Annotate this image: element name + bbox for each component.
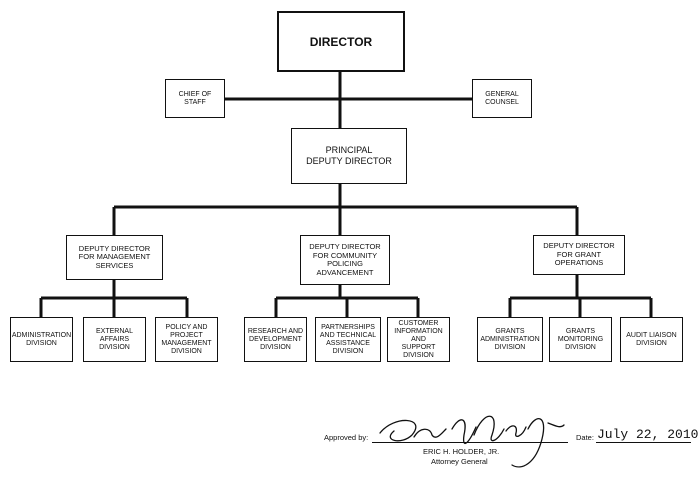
audit-liaison-division-box: AUDIT LIAISON DIVISION <box>620 317 683 362</box>
external-affairs-division-box: EXTERNAL AFFAIRS DIVISION <box>83 317 146 362</box>
customer-info-division-box: CUSTOMER INFORMATION AND SUPPORT DIVISIO… <box>387 317 450 362</box>
chief-of-staff-box: CHIEF OF STAFF <box>165 79 225 118</box>
date-line <box>596 442 691 443</box>
grants-admin-division-label: GRANTS ADMINISTRATION DIVISION <box>480 327 540 351</box>
administration-division-label: ADMINISTRATION DIVISION <box>11 331 72 347</box>
signature-line <box>372 442 568 443</box>
policy-project-division-box: POLICY AND PROJECT MANAGEMENT DIVISION <box>155 317 218 362</box>
deputy-grants-box: DEPUTY DIRECTOR FOR GRANT OPERATIONS <box>533 235 625 275</box>
signer-title: Attorney General <box>431 457 488 466</box>
signature-image <box>379 415 565 468</box>
partnerships-division-box: PARTNERSHIPS AND TECHNICAL ASSISTANCE DI… <box>315 317 381 362</box>
deputy-grants-label: DEPUTY DIRECTOR FOR GRANT OPERATIONS <box>543 241 615 268</box>
deputy-management-box: DEPUTY DIRECTOR FOR MANAGEMENT SERVICES <box>66 235 163 280</box>
general-counsel-label: GENERAL COUNSEL <box>485 90 519 106</box>
director-box: DIRECTOR <box>277 11 405 72</box>
policy-project-division-label: POLICY AND PROJECT MANAGEMENT DIVISION <box>161 323 212 355</box>
principal-deputy-label: PRINCIPAL DEPUTY DIRECTOR <box>306 145 392 166</box>
director-label: DIRECTOR <box>309 34 373 49</box>
chief-of-staff-label: CHIEF OF STAFF <box>178 90 212 106</box>
approved-by-label: Approved by: <box>324 433 369 442</box>
deputy-policing-label: DEPUTY DIRECTOR FOR COMMUNITY POLICING A… <box>309 242 381 277</box>
administration-division-box: ADMINISTRATION DIVISION <box>10 317 73 362</box>
partnerships-division-label: PARTNERSHIPS AND TECHNICAL ASSISTANCE DI… <box>319 323 377 355</box>
deputy-policing-box: DEPUTY DIRECTOR FOR COMMUNITY POLICING A… <box>300 235 390 285</box>
grants-admin-division-box: GRANTS ADMINISTRATION DIVISION <box>477 317 543 362</box>
date-value: July 22, 2010 <box>597 427 699 442</box>
audit-liaison-division-label: AUDIT LIAISON DIVISION <box>626 331 677 347</box>
grants-monitoring-division-box: GRANTS MONITORING DIVISION <box>549 317 612 362</box>
grants-monitoring-division-label: GRANTS MONITORING DIVISION <box>557 327 604 351</box>
general-counsel-box: GENERAL COUNSEL <box>472 79 532 118</box>
external-affairs-division-label: EXTERNAL AFFAIRS DIVISION <box>96 327 133 351</box>
research-division-box: RESEARCH AND DEVELOPMENT DIVISION <box>244 317 307 362</box>
date-label: Date: <box>576 433 594 442</box>
customer-info-division-label: CUSTOMER INFORMATION AND SUPPORT DIVISIO… <box>394 319 443 359</box>
research-division-label: RESEARCH AND DEVELOPMENT DIVISION <box>247 327 304 351</box>
signer-name: ERIC H. HOLDER, JR. <box>423 447 500 456</box>
principal-deputy-box: PRINCIPAL DEPUTY DIRECTOR <box>291 128 407 184</box>
deputy-management-label: DEPUTY DIRECTOR FOR MANAGEMENT SERVICES <box>78 243 151 270</box>
